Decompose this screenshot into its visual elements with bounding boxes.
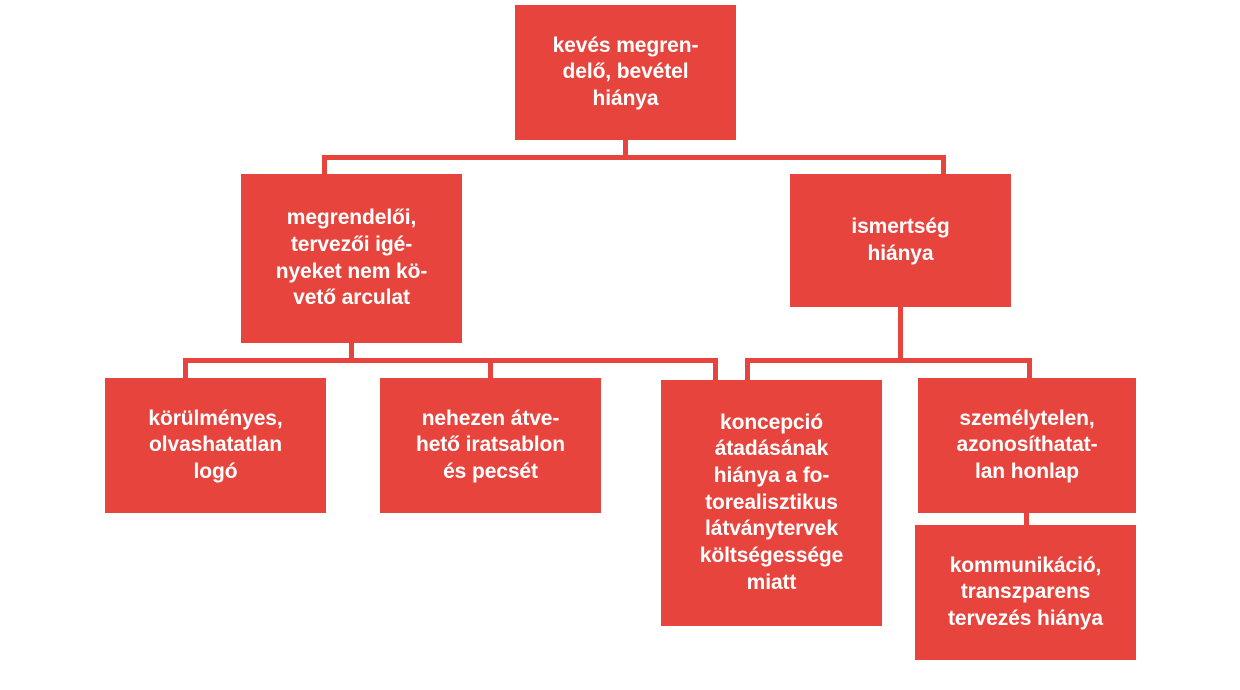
node-label-honlap: személytelen, azonosíthatat- lan honlap <box>956 406 1098 483</box>
connector-logo-up <box>183 358 188 380</box>
node-megrendeloi-tervezoi-igenyek[interactable]: megrendelői, tervezői igé- nyeket nem kö… <box>241 174 462 343</box>
node-szemelytelen-honlap[interactable]: személytelen, azonosíthatat- lan honlap <box>918 378 1136 513</box>
node-label-arculat: megrendelői, tervezői igé- nyeket nem kö… <box>275 206 428 310</box>
connector-koncepcio-up-right <box>745 358 750 382</box>
connector-iratsablon-up <box>488 358 493 380</box>
connector-honlap-to-kommunikacio <box>1024 513 1029 527</box>
node-korulmenyes-logo[interactable]: körülményes, olvashatatlan logó <box>105 378 326 513</box>
node-kommunikacio-transzparens-tervezes[interactable]: kommunikáció, transzparens tervezés hián… <box>915 525 1136 660</box>
node-label-ismertseg: ismertség hiánya <box>851 214 950 265</box>
connector-arculat-down <box>349 343 354 363</box>
node-label-logo: körülményes, olvashatatlan logó <box>148 406 283 483</box>
connector-ismertseg-up <box>941 155 946 177</box>
connector-root-down <box>623 140 628 160</box>
node-label-iratsablon: nehezen átve- hető iratsablon és pecsét <box>415 406 566 483</box>
connector-koncepcio-up-left <box>713 358 718 382</box>
connector-honlap-up <box>1027 358 1032 380</box>
node-ismertseg-hianya[interactable]: ismertség hiánya <box>790 174 1011 307</box>
node-label-root: kevés megren- delő, bevétel hiánya <box>552 33 699 110</box>
connector-ismertseg-down <box>898 307 903 361</box>
connector-level3-bus-left <box>183 358 718 363</box>
node-nehezen-atveheto-iratsablon[interactable]: nehezen átve- hető iratsablon és pecsét <box>380 378 601 513</box>
node-label-kommunikacio: kommunikáció, transzparens tervezés hián… <box>948 553 1103 630</box>
node-label-koncepcio: koncepció átadásának hiánya a fo- toreal… <box>699 410 844 594</box>
connector-level3-bus-right <box>745 358 1032 363</box>
node-koncepcio-atadasanak-hianya[interactable]: koncepció átadásának hiánya a fo- toreal… <box>661 380 882 626</box>
node-keves-megrendelo[interactable]: kevés megren- delő, bevétel hiánya <box>515 5 736 140</box>
connector-level2-bus <box>322 155 946 160</box>
connector-arculat-up <box>322 155 327 177</box>
